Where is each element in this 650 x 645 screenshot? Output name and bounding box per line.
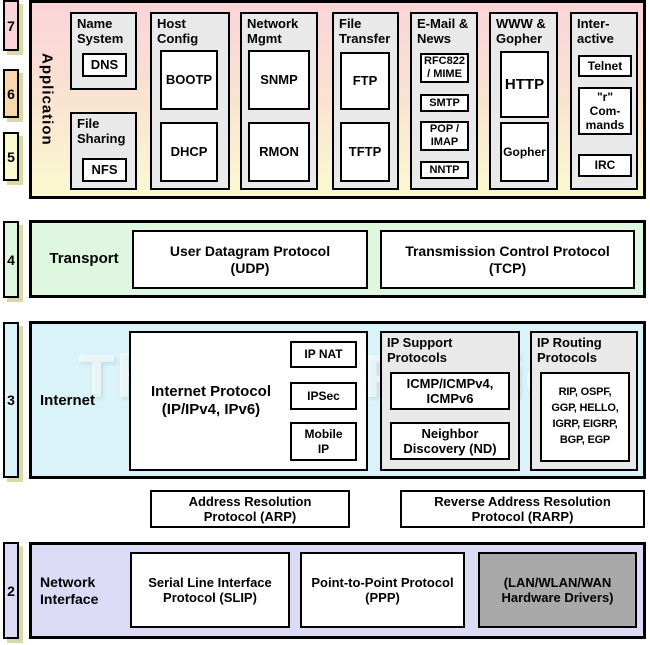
protocol-smtp: SMTP bbox=[420, 94, 469, 112]
group-title-email-news: E-Mail & News bbox=[417, 16, 469, 46]
internet-layer-label: Internet bbox=[40, 391, 96, 409]
protocol-ftp: FTP bbox=[340, 52, 390, 110]
layer-7-badge: 7 bbox=[3, 0, 19, 51]
protocol-pop-imap: POP / IMAP bbox=[420, 121, 469, 151]
protocol-arp: Address Resolution Protocol (ARP) bbox=[150, 490, 350, 528]
protocol-slip: Serial Line Interface Protocol (SLIP) bbox=[130, 552, 290, 628]
group-title-host-config: Host Config bbox=[157, 16, 199, 46]
protocol-rarp: Reverse Address Resolution Protocol (RAR… bbox=[400, 490, 645, 528]
protocol-r-commands: "r" Com- mands bbox=[578, 87, 632, 135]
protocol-irc: IRC bbox=[578, 154, 632, 177]
protocol-dhcp: DHCP bbox=[160, 122, 218, 182]
protocol-ip-nat: IP NAT bbox=[290, 341, 357, 368]
network-interface-layer-label: Network Interface bbox=[40, 573, 99, 607]
layer-2-badge: 2 bbox=[3, 542, 19, 639]
protocol-rfc822-mime: RFC822 / MIME bbox=[420, 53, 469, 83]
layer-3-badge: 3 bbox=[3, 322, 19, 478]
protocol-http: HTTP bbox=[500, 51, 549, 118]
protocol-bootp: BOOTP bbox=[160, 50, 218, 110]
protocol-tftp: TFTP bbox=[340, 122, 390, 182]
protocol-ipsec: IPSec bbox=[290, 382, 357, 410]
group-name-system: Name System bbox=[70, 12, 137, 90]
protocol-nntp: NNTP bbox=[420, 161, 469, 179]
application-layer-label: Application bbox=[38, 53, 56, 146]
protocol-ppp: Point-to-Point Protocol (PPP) bbox=[300, 552, 465, 628]
protocol-routing-list: RIP, OSPF, GGP, HELLO, IGRP, EIGRP, BGP,… bbox=[540, 372, 630, 462]
layer-6-badge: 6 bbox=[3, 69, 19, 118]
protocol-snmp: SNMP bbox=[248, 50, 310, 110]
group-title-network-mgmt: Network Mgmt bbox=[247, 16, 299, 46]
protocol-ip-label: Internet Protocol (IP/IPv4, IPv6) bbox=[150, 383, 271, 418]
group-title-ip-support: IP Support Protocols bbox=[387, 335, 453, 365]
protocol-tcp: Transmission Control Protocol (TCP) bbox=[380, 230, 635, 289]
protocol-udp: User Datagram Protocol (UDP) bbox=[132, 230, 368, 289]
group-title-www-gopher: WWW & Gopher bbox=[496, 16, 546, 46]
protocol-gopher: Gopher bbox=[500, 122, 549, 182]
hardware-drivers-box: (LAN/WLAN/WAN Hardware Drivers) bbox=[478, 552, 637, 628]
protocol-mobile-ip: Mobile IP bbox=[290, 422, 357, 461]
protocol-dns: DNS bbox=[82, 53, 127, 77]
protocol-rmon: RMON bbox=[248, 122, 310, 182]
group-title-file-transfer: File Transfer bbox=[339, 16, 391, 46]
protocol-telnet: Telnet bbox=[578, 55, 632, 77]
layer-4-badge: 4 bbox=[3, 221, 19, 298]
group-title-interactive: Inter- active bbox=[577, 16, 614, 46]
protocol-nfs: NFS bbox=[82, 158, 127, 182]
group-title-ip-routing: IP Routing Protocols bbox=[537, 335, 602, 365]
transport-layer-label: Transport bbox=[49, 250, 119, 268]
protocol-icmp: ICMP/ICMPv4, ICMPv6 bbox=[390, 372, 510, 410]
group-title-name-system: Name System bbox=[77, 16, 124, 46]
group-title-file-sharing: File Sharing bbox=[77, 116, 126, 146]
protocol-neighbor-discovery: Neighbor Discovery (ND) bbox=[390, 422, 510, 460]
layer-5-badge: 5 bbox=[3, 132, 19, 181]
